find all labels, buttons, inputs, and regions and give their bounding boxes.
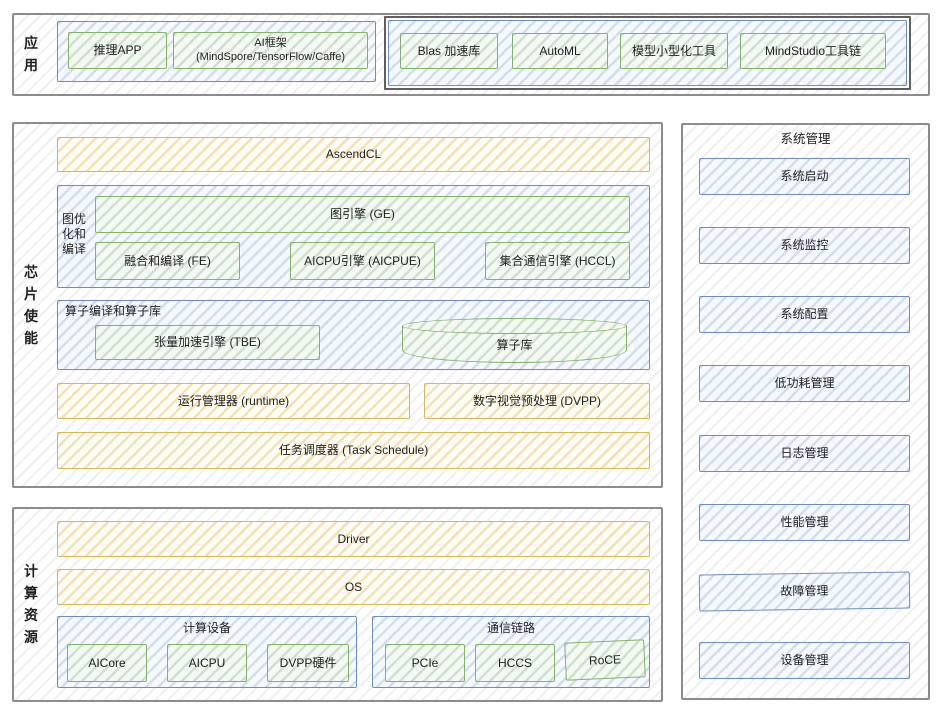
box-ascendcl: AscendCL [57, 137, 650, 172]
system-management-panel [681, 123, 930, 700]
box-driver: Driver [57, 521, 650, 557]
box-dvpp-hardware: DVPP硬件 [267, 644, 349, 682]
box-inference-app: 推理APP [68, 32, 167, 69]
box-aicpu-engine: AICPU引擎 (AICPUE) [290, 242, 435, 280]
box-system-config: 系统配置 [699, 296, 910, 333]
box-performance-mgmt: 性能管理 [699, 504, 910, 541]
box-pcie: PCIe [385, 644, 465, 682]
box-hccs: HCCS [475, 644, 555, 682]
box-log-mgmt: 日志管理 [699, 435, 910, 472]
box-automl: AutoML [512, 33, 608, 69]
box-dvpp: 数字视觉预处理 (DVPP) [424, 383, 650, 419]
box-blas-lib: Blas 加速库 [400, 33, 498, 69]
cylinder-operator-library-top [402, 318, 627, 334]
box-task-scheduler: 任务调度器 (Task Schedule) [57, 432, 650, 469]
box-roce: RoCE [564, 639, 646, 681]
box-tbe-engine: 张量加速引擎 (TBE) [95, 325, 320, 360]
chip-enable-section-label: 芯片使能 [24, 264, 38, 346]
box-mindstudio-toolchain: MindStudio工具链 [740, 33, 886, 69]
box-aicore: AICore [67, 644, 147, 682]
box-model-minify-tool: 模型小型化工具 [620, 33, 728, 69]
system-management-title: 系统管理 [780, 132, 831, 146]
op-group-label: 算子编译和算子库 [65, 304, 162, 318]
box-system-monitor: 系统监控 [699, 227, 910, 264]
box-hccl-engine: 集合通信引擎 (HCCL) [485, 242, 630, 280]
box-system-boot: 系统启动 [699, 158, 910, 195]
compute-resource-section-label: 计算资源 [24, 563, 38, 645]
box-device-mgmt: 设备管理 [699, 642, 910, 679]
box-aicpu: AICPU [167, 644, 247, 682]
box-graph-engine-ge: 图引擎 (GE) [95, 196, 630, 233]
graph-group-label: 图优 化和 编译 [62, 212, 87, 256]
box-os: OS [57, 569, 650, 605]
box-ai-framework: AI框架 (MindSpore/TensorFlow/Caffe) [173, 32, 368, 69]
app-section-label: 应用 [24, 35, 38, 73]
box-runtime-manager: 运行管理器 (runtime) [57, 383, 410, 419]
box-fusion-engine-fe: 融合和编译 (FE) [95, 242, 240, 280]
box-low-power-mgmt: 低功耗管理 [699, 365, 910, 402]
comm-links-label: 通信链路 [486, 621, 535, 635]
compute-devices-label: 计算设备 [182, 621, 231, 635]
box-fault-mgmt: 故障管理 [698, 571, 911, 612]
